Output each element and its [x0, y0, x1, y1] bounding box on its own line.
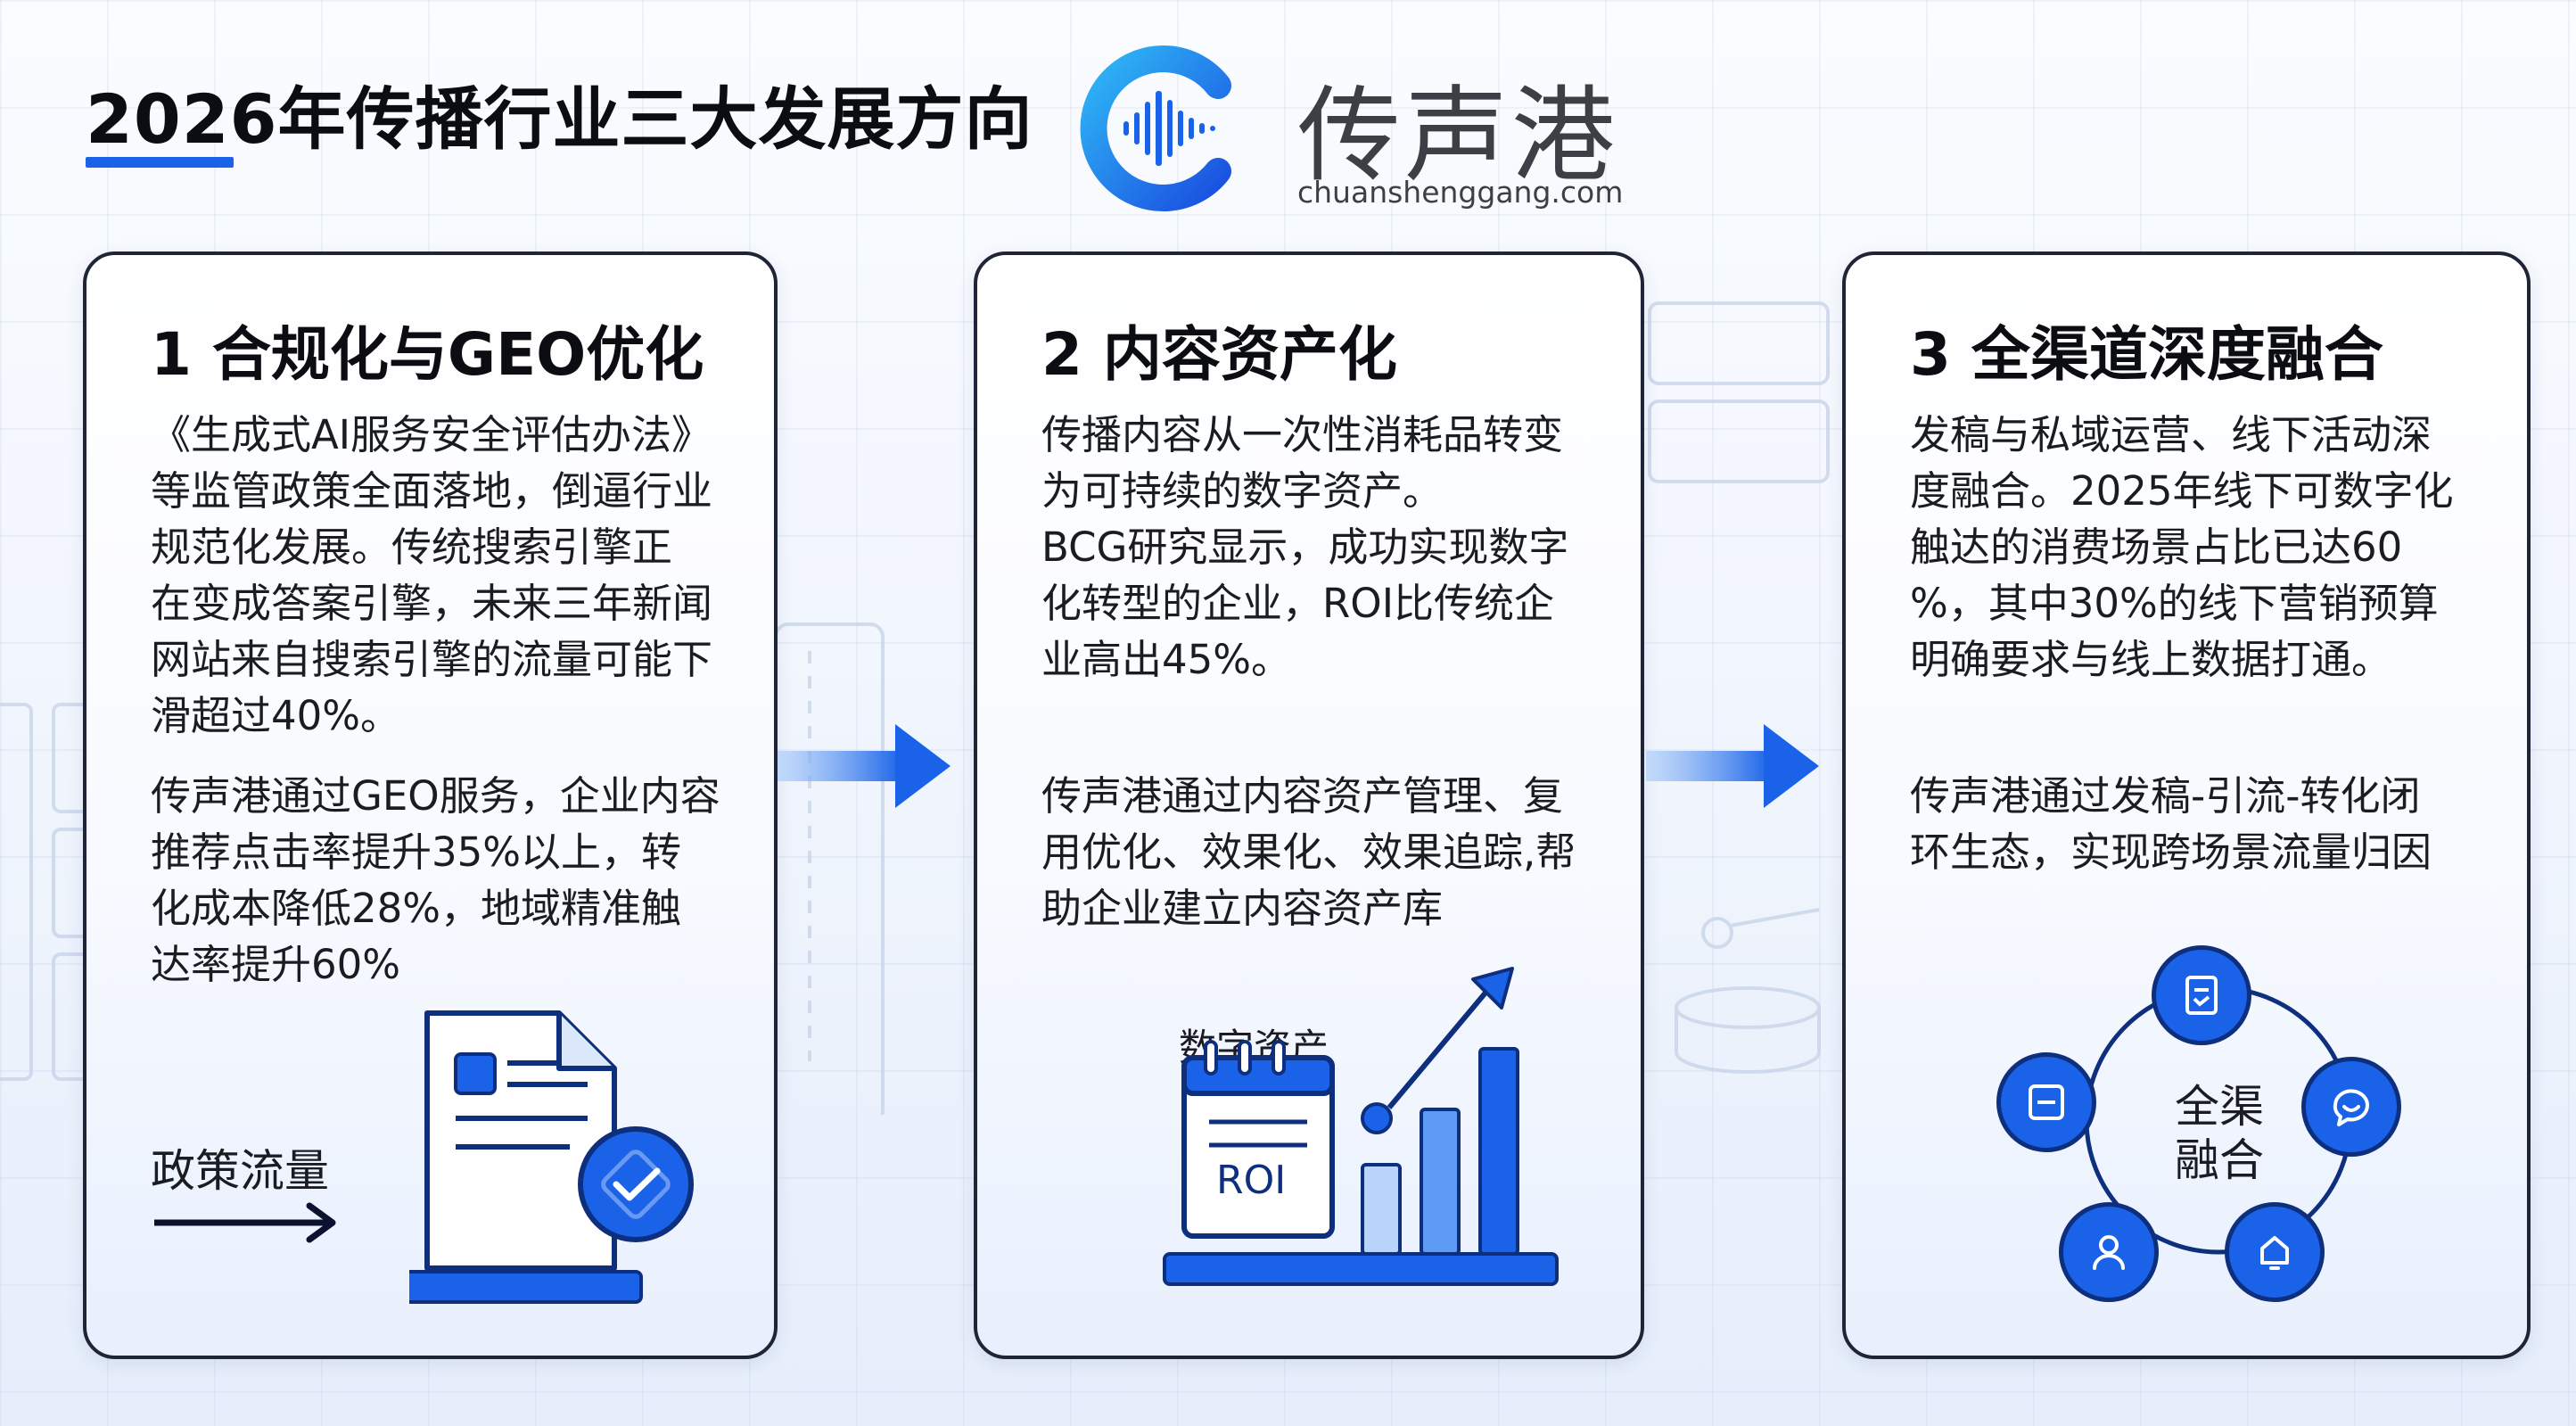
center-label-line: 全渠	[2175, 1081, 2264, 1133]
text-line: 环生态，实现跨场景流量归因	[1910, 828, 2432, 876]
text-line: %，其中30%的线下营销预算	[1910, 580, 2439, 627]
channel-node-document	[2152, 945, 2251, 1045]
chat-bubble-icon	[2333, 1089, 2369, 1126]
text-line: 等监管政策全面落地，倒逼行业	[151, 467, 713, 515]
window-icon	[2029, 1084, 2064, 1120]
card-heading: 3 全渠道深度融合	[1910, 320, 2383, 389]
card-paragraph-service: 传声港通过内容资产管理、复 用优化、效果化、效果追踪,帮 助企业建立内容资产库	[1041, 768, 1576, 936]
card-content-assets: 2 内容资产化 传播内容从一次性消耗品转变 为可持续的数字资产。 BCG研究显示…	[974, 251, 1644, 1359]
card-paragraph-assets: 传播内容从一次性消耗品转变 为可持续的数字资产。 BCG研究显示，成功实现数字 …	[1041, 407, 1568, 688]
flow-arrow-2-to-3	[1646, 724, 1819, 808]
text-line: 化转型的企业，ROI比传统企	[1041, 580, 1554, 627]
card-heading: 2 内容资产化	[1041, 320, 1397, 389]
text-line: 网站来自搜索引擎的流量可能下	[151, 636, 713, 683]
text-line: 发稿与私域运营、线下活动深	[1910, 411, 2432, 458]
center-label: 全渠 融合	[2152, 1080, 2286, 1187]
text-line: 触达的消费场景占比已达60	[1910, 523, 2403, 571]
illustration-label-policy-traffic: 政策流量	[151, 1145, 329, 1197]
card-paragraph-policy: 《生成式AI服务安全评估办法》 等监管政策全面落地，倒逼行业 规范化发展。传统搜…	[151, 407, 712, 744]
brand-name: 传声港	[1297, 76, 1618, 196]
user-icon	[2093, 1235, 2125, 1270]
document-icon	[2185, 976, 2218, 1015]
text-line: 在变成答案引擎，未来三年新闻	[151, 580, 713, 627]
text-line: 为可持续的数字资产。	[1041, 467, 1444, 515]
page-title: 2026年传播行业三大发展方向	[86, 79, 1033, 159]
channel-node-user	[2059, 1202, 2159, 1302]
text-line: 规范化发展。传统搜索引擎正	[151, 523, 673, 571]
text-line: 传播内容从一次性消耗品转变	[1041, 411, 1564, 458]
card-compliance-geo: 1 合规化与GEO优化 《生成式AI服务安全评估办法》 等监管政策全面落地，倒逼…	[83, 251, 778, 1359]
text-line: 传声港通过GEO服务，企业内容	[151, 772, 720, 820]
text-line: 传声港通过内容资产管理、复	[1041, 772, 1564, 820]
text-line: 推荐点击率提升35%以上，转	[151, 828, 682, 876]
text-line: 化成本降低28%，地域精准触	[151, 885, 682, 932]
text-line: BCG研究显示，成功实现数字	[1041, 523, 1569, 571]
text-line: 滑超过40%。	[151, 692, 401, 739]
card-omnichannel: 3 全渠道深度融合 发稿与私域运营、线下活动深 度融合。2025年线下可数字化 …	[1842, 251, 2531, 1359]
text-line: 传声港通过发稿-引流-转化闭	[1910, 772, 2421, 820]
checkmark-badge-icon	[578, 1126, 694, 1242]
card-paragraph-omnichannel: 发稿与私域运营、线下活动深 度融合。2025年线下可数字化 触达的消费场景占比已…	[1910, 407, 2454, 688]
notification-icon	[2260, 1236, 2289, 1270]
card-paragraph-service: 传声港通过发稿-引流-转化闭 环生态，实现跨场景流量归因	[1910, 768, 2432, 880]
text-line: 用优化、效果化、效果追踪,帮	[1041, 828, 1576, 876]
brand-url: chuanshenggang.com	[1297, 175, 1624, 210]
channel-node-chat	[2301, 1057, 2401, 1157]
flow-arrow-1-to-2	[778, 724, 951, 808]
text-line: 助企业建立内容资产库	[1041, 885, 1444, 932]
brand-logo-icon	[1080, 45, 1231, 211]
card-heading: 1 合规化与GEO优化	[151, 320, 704, 389]
calendar-roi-icon-label: ROI	[1216, 1158, 1287, 1203]
text-line: 度融合。2025年线下可数字化	[1910, 467, 2454, 515]
text-line: 业高出45%。	[1041, 636, 1292, 683]
center-label-line: 融合	[2175, 1134, 2264, 1186]
text-line: 明确要求与线上数据打通。	[1910, 636, 2392, 683]
channel-node-window	[1996, 1052, 2096, 1152]
background-wireframe-right	[1648, 301, 1830, 1074]
card-paragraph-service: 传声港通过GEO服务，企业内容 推荐点击率提升35%以上，转 化成本降低28%，…	[151, 768, 720, 993]
channel-node-notification	[2225, 1202, 2325, 1302]
title-underline	[86, 157, 234, 168]
growth-bar-chart-icon	[1163, 967, 1559, 1286]
text-line: 达率提升60%	[151, 941, 401, 988]
text-line: 《生成式AI服务安全评估办法》	[151, 411, 712, 458]
arrow-right-icon	[154, 1202, 336, 1243]
